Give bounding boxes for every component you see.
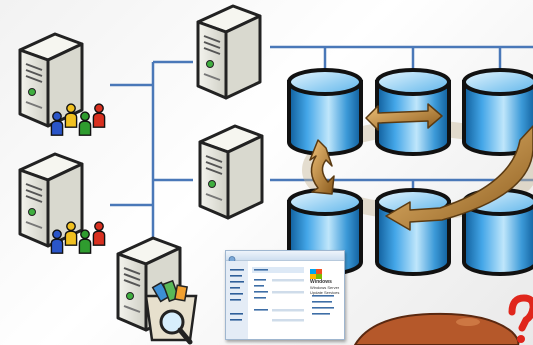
window-title-bar (226, 251, 344, 263)
database-icon (375, 188, 451, 276)
sync-arrow-icon (309, 103, 533, 231)
brand-name: Windows (310, 279, 332, 285)
server-icon (196, 4, 262, 100)
server-icon (198, 124, 264, 220)
mascot-figure (353, 312, 520, 345)
windows-logo: Windows Windows Server Update Services (310, 269, 340, 295)
window-content (226, 261, 334, 339)
database-icon (287, 68, 363, 156)
search-basket (144, 279, 198, 345)
search-icon (159, 309, 193, 345)
update-services-window: Windows Windows Server Update Services (225, 250, 345, 340)
users-icon (50, 228, 64, 255)
users-icon (50, 110, 64, 137)
brand-product: Windows Server Update Services (310, 285, 340, 295)
windows-flag-icon (310, 269, 322, 279)
database-cluster (287, 68, 533, 276)
question-icon (508, 294, 533, 343)
